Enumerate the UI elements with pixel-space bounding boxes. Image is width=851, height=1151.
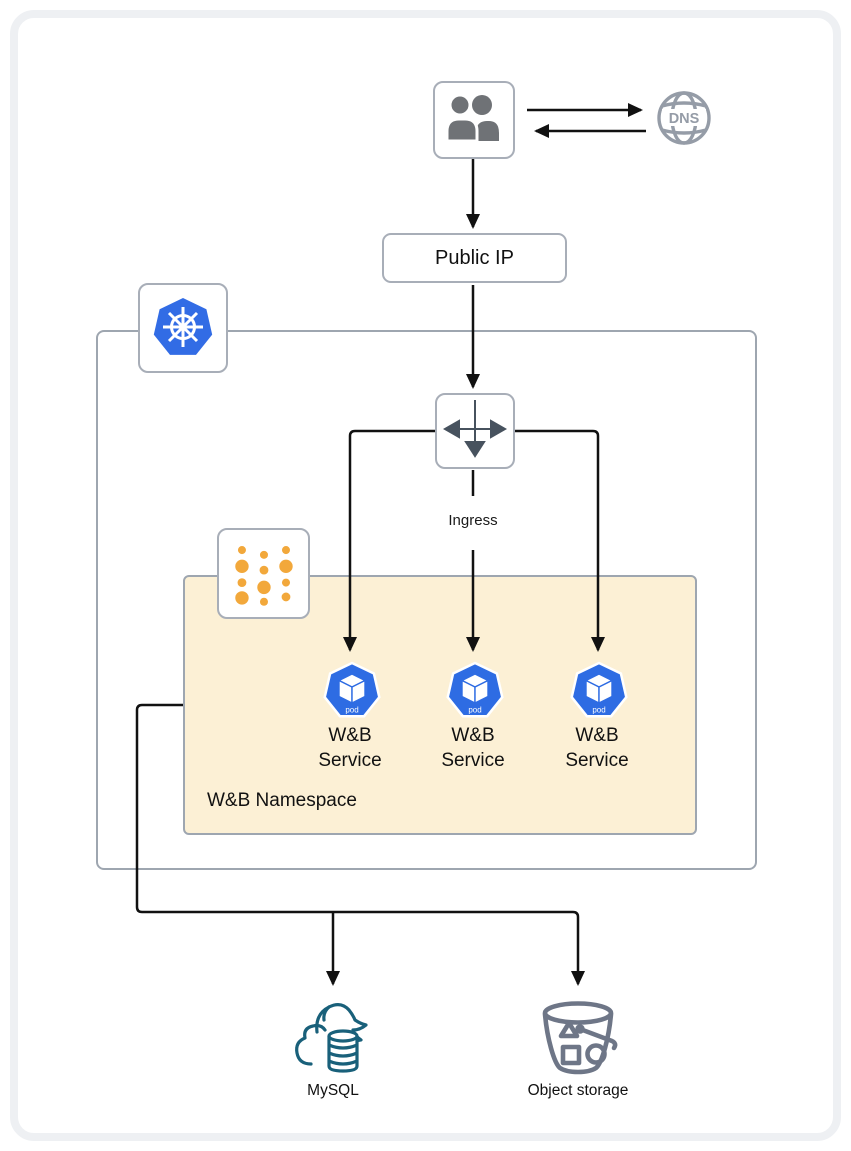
dns-globe-icon: DNS xyxy=(657,91,711,145)
object-storage-node xyxy=(538,998,622,1080)
pod-label-1: W&B Service xyxy=(318,725,382,771)
users-node xyxy=(433,81,515,159)
namespace-label: W&B Namespace xyxy=(207,790,357,811)
wandb-logo-icon xyxy=(235,546,293,606)
mysql-node xyxy=(291,1000,375,1080)
pod-badge: pod xyxy=(468,706,481,715)
dns-node: DNS xyxy=(655,89,713,147)
mysql-icon xyxy=(295,1003,368,1073)
pod-icon: pod xyxy=(446,661,504,718)
ingress-node xyxy=(435,393,515,469)
mysql-label: MySQL xyxy=(307,1082,359,1099)
ingress-icon xyxy=(442,400,508,458)
pod-icon: pod xyxy=(570,661,628,718)
pod-icon: pod xyxy=(323,661,381,718)
dns-label: DNS xyxy=(669,111,700,127)
public-ip-node: Public IP xyxy=(382,233,567,283)
pod-node-1: pod xyxy=(322,661,382,721)
bucket-icon xyxy=(542,1001,618,1075)
ingress-label: Ingress xyxy=(448,512,498,529)
kubernetes-node xyxy=(138,283,228,373)
outer-frame xyxy=(10,10,841,1141)
object-storage-label: Object storage xyxy=(527,1082,629,1099)
public-ip-label: Public IP xyxy=(435,246,514,269)
pod-label-2: W&B Service xyxy=(441,725,505,771)
users-icon xyxy=(445,93,499,143)
pod-badge: pod xyxy=(345,706,358,715)
pod-label-3: W&B Service xyxy=(565,725,629,771)
kubernetes-icon xyxy=(153,298,213,355)
pod-node-2: pod xyxy=(445,661,505,721)
pod-node-3: pod xyxy=(569,661,629,721)
pod-badge: pod xyxy=(592,706,605,715)
wandb-logo-node xyxy=(217,528,310,619)
